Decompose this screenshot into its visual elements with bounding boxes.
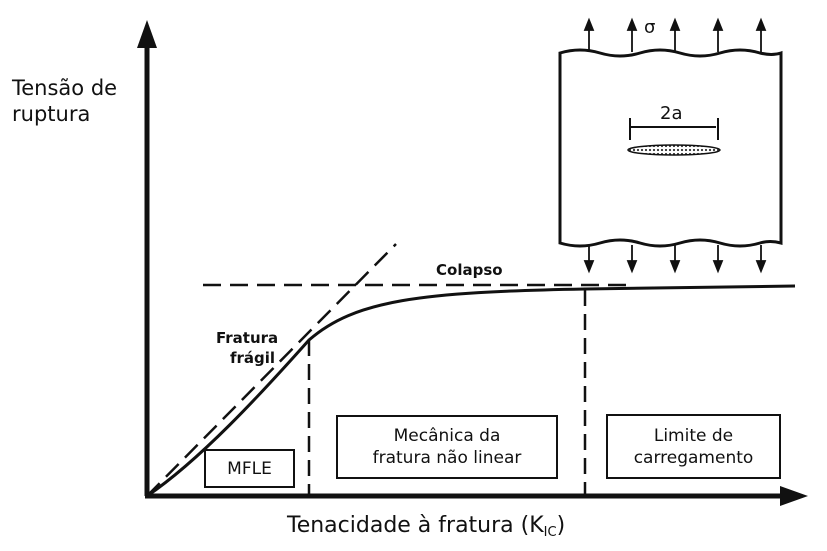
region-nonlinear-line2: fratura não linear bbox=[372, 448, 522, 468]
region-load-limit: Limite de carregamento bbox=[606, 414, 781, 479]
region-mfle: MFLE bbox=[204, 449, 295, 488]
brittle-fracture-label-line1: Fratura bbox=[216, 329, 279, 347]
x-axis-label-closing: ) bbox=[556, 513, 566, 538]
y-axis-label-line2: ruptura bbox=[12, 102, 91, 126]
plate-inset bbox=[558, 17, 783, 274]
collapse-label: Colapso bbox=[436, 261, 503, 279]
x-axis-label: Tenacidade à fratura (KIC) bbox=[287, 513, 565, 540]
y-axis-arrow bbox=[137, 20, 157, 48]
x-axis-label-text: Tenacidade à fratura (K bbox=[287, 513, 544, 538]
region-nonlinear-line1: Mecânica da bbox=[393, 426, 501, 446]
region-nonlinear: Mecânica da fratura não linear bbox=[336, 415, 558, 479]
brittle-dashed-line bbox=[146, 243, 397, 497]
region-mfle-label: MFLE bbox=[227, 458, 272, 479]
region-load-limit-line2: carregamento bbox=[633, 447, 754, 468]
x-axis-arrow bbox=[780, 486, 808, 506]
y-axis-label-line1: Tensão de bbox=[12, 76, 118, 100]
x-axis-label-subscript: IC bbox=[543, 525, 557, 540]
crack-length-label: 2a bbox=[660, 103, 683, 124]
region-load-limit-line1: Limite de bbox=[653, 425, 734, 446]
stress-symbol: σ bbox=[644, 17, 656, 38]
strength-curve bbox=[146, 284, 796, 498]
brittle-fracture-label-line2: frágil bbox=[230, 349, 276, 367]
crack-ellipse bbox=[627, 144, 721, 156]
